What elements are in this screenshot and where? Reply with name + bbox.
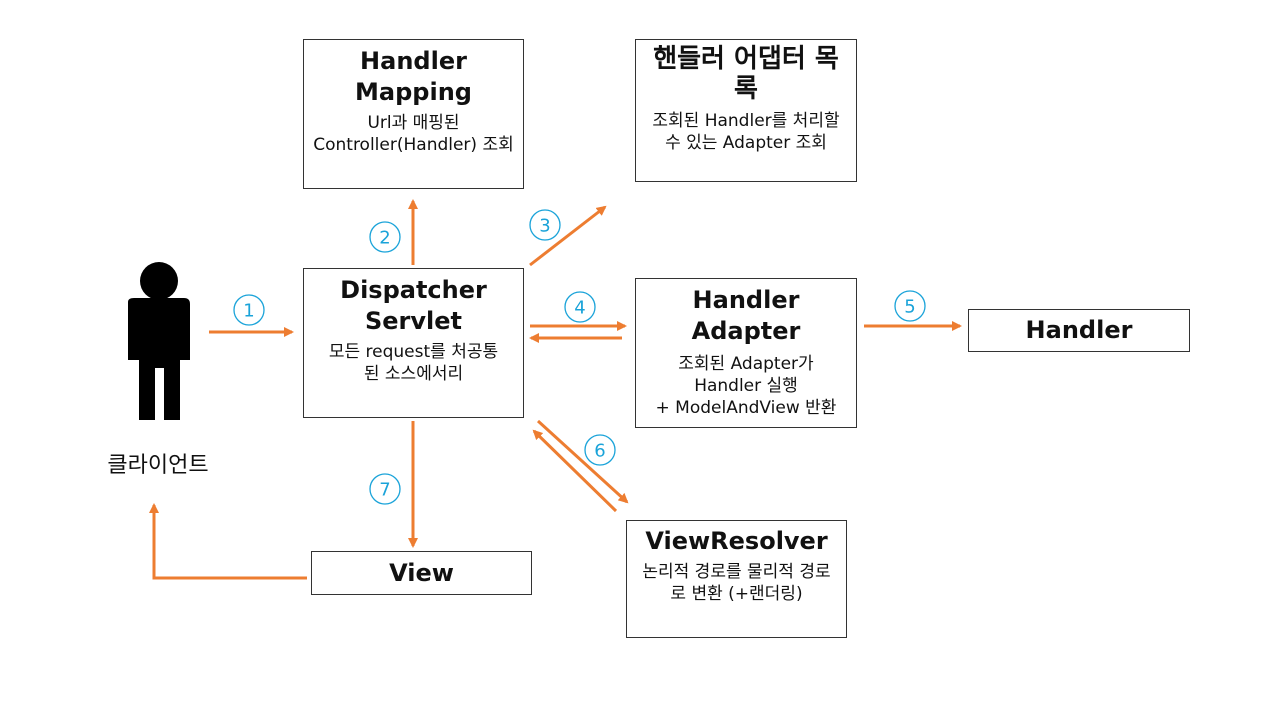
handler-box: Handler	[968, 309, 1190, 352]
viewresolver-box: ViewResolver 논리적 경로를 물리적 경로로 변환 (+랜더링)	[626, 520, 847, 638]
handler-adapter-list-title: 핸들러 어댑터 목록	[653, 44, 839, 104]
arrow-dispatcher-to-adapter-list	[529, 205, 607, 267]
step-5-number: 5	[904, 297, 915, 318]
arrow-dispatcher-to-viewresolver	[536, 419, 629, 504]
view-title: View	[389, 558, 454, 587]
step-1-marker	[233, 294, 265, 326]
step-5-marker	[894, 290, 926, 322]
client-label: 클라이언트	[107, 453, 209, 478]
viewresolver-desc: 논리적 경로를 물리적 경로로 변환 (+랜더링)	[642, 562, 831, 604]
step-6-marker	[584, 434, 616, 466]
step-7-number: 7	[379, 480, 390, 501]
step-4-number: 4	[574, 298, 585, 319]
arrow-view-to-client	[149, 503, 307, 580]
step-3-number: 3	[539, 216, 550, 237]
handler-adapter-title: Handler Adapter	[691, 286, 801, 345]
step-3-marker	[529, 209, 561, 241]
handler-adapter-list-desc: 조회된 Handler를 처리할 수 있는 Adapter 조회	[652, 111, 840, 153]
dispatcher-servlet-desc: 모든 request를 처공통된 소스에서리	[328, 342, 499, 384]
person-silhouette-icon	[128, 262, 190, 420]
step-2-marker	[369, 221, 401, 253]
dispatcher-servlet-box: Dispatcher Servlet 모든 request를 처공통된 소스에서…	[303, 268, 524, 418]
viewresolver-title: ViewResolver	[645, 527, 828, 555]
handler-adapter-desc-2: Handler 실행	[694, 376, 798, 396]
handler-adapter-list-box: 핸들러 어댑터 목록 조회된 Handler를 처리할 수 있는 Adapter…	[635, 39, 857, 182]
step-2-number: 2	[379, 228, 390, 249]
handler-adapter-desc-1: 조회된 Adapter가	[678, 354, 814, 374]
step-1-number: 1	[243, 301, 254, 322]
handler-mapping-box: Handler Mapping Url과 매핑된 Controller(Hand…	[303, 39, 524, 189]
step-7-marker	[369, 473, 401, 505]
step-6-number: 6	[594, 441, 605, 462]
handler-adapter-desc-3: + ModelAndView 반환	[655, 398, 837, 418]
arrow-viewresolver-to-dispatcher	[532, 429, 618, 513]
dispatcher-servlet-title: Dispatcher Servlet	[340, 276, 487, 335]
handler-adapter-box: Handler Adapter 조회된 Adapter가 Handler 실행 …	[635, 278, 857, 428]
handler-mapping-desc: Url과 매핑된 Controller(Handler) 조회	[313, 113, 514, 155]
step-4-marker	[564, 291, 596, 323]
view-box: View	[311, 551, 532, 595]
handler-mapping-title: Handler Mapping	[355, 47, 472, 106]
handler-title: Handler	[1025, 316, 1133, 344]
